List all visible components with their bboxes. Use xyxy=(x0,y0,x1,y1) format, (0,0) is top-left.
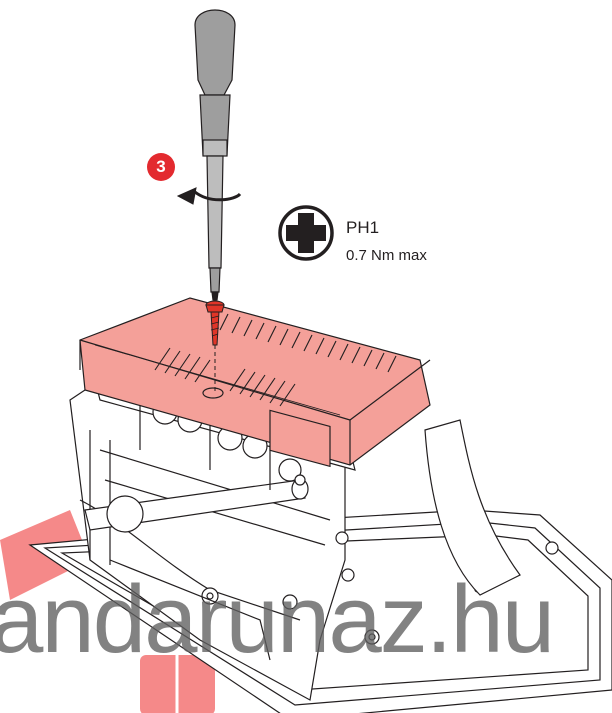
phillips-bit-icon xyxy=(278,205,334,261)
device-frame xyxy=(69,379,355,701)
clockwise-arrow-icon xyxy=(176,187,242,205)
torque-label: 0.7 Nm max xyxy=(346,247,427,264)
flat-cable xyxy=(424,419,521,596)
bit-type-label: PH1 xyxy=(346,218,380,237)
screw xyxy=(205,300,225,346)
step-number-badge: 3 xyxy=(147,153,175,181)
watermark-text: andarunaz.hu xyxy=(0,566,555,673)
top-cover xyxy=(79,297,431,468)
screwdriver xyxy=(194,9,236,301)
